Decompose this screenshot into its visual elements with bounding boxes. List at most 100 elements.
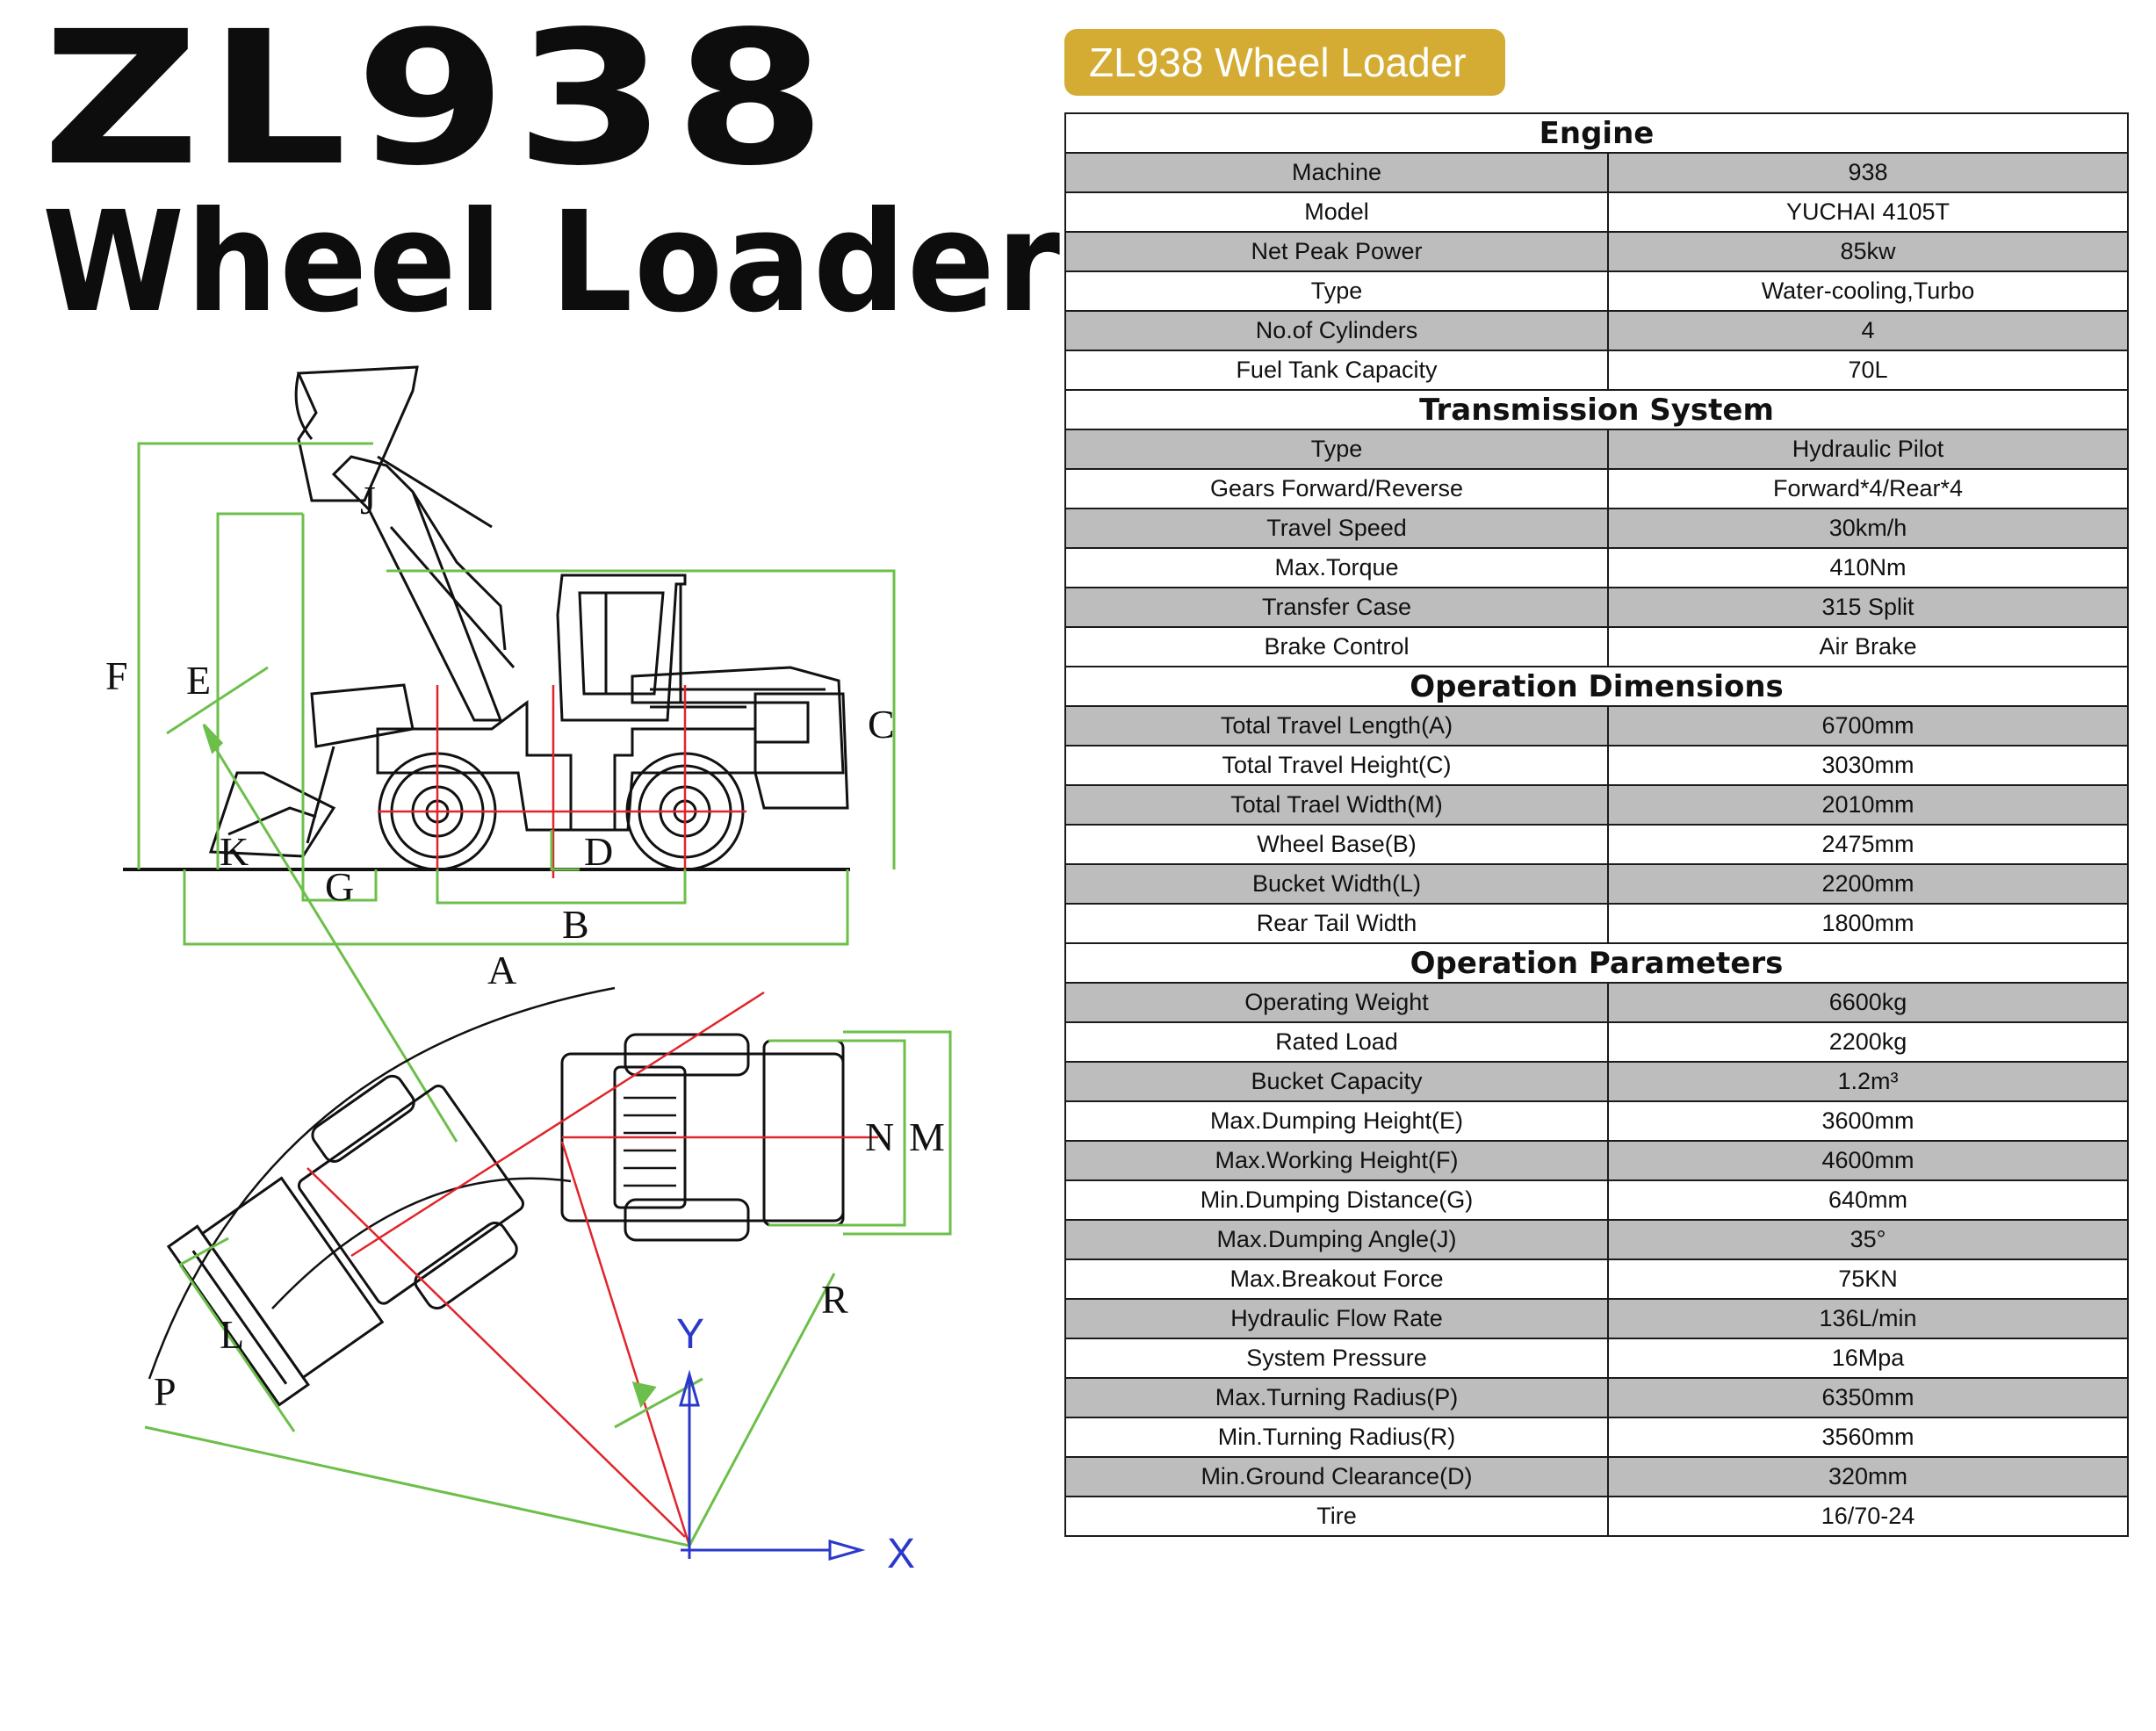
spec-label: System Pressure (1064, 1338, 1609, 1379)
spec-label: Min.Dumping Distance(G) (1064, 1179, 1609, 1221)
spec-row: Bucket Width(L)2200mm (1064, 863, 2129, 905)
spec-label: Operating Weight (1064, 982, 1609, 1023)
xy-axes (679, 1369, 866, 1561)
label-p: P (154, 1369, 177, 1414)
spec-label: Min.Ground Clearance(D) (1064, 1456, 1609, 1497)
spec-value: 4 (1607, 310, 2129, 351)
spec-value: Water-cooling,Turbo (1607, 270, 2129, 312)
spec-value: 3560mm (1607, 1417, 2129, 1458)
top-dimensions (144, 1030, 952, 1547)
label-d: D (584, 829, 613, 874)
model-title: ZL938 (42, 0, 835, 206)
spec-row: Min.Dumping Distance(G)640mm (1064, 1179, 2129, 1221)
spec-label: Min.Turning Radius(R) (1064, 1417, 1609, 1458)
spec-value: 6700mm (1607, 705, 2129, 746)
spec-value: 35° (1607, 1219, 2129, 1260)
spec-value: 3030mm (1607, 745, 2129, 786)
side-view (123, 365, 850, 871)
section-heading: Transmission System (1064, 389, 2129, 430)
spec-value: Air Brake (1607, 626, 2129, 667)
label-f: F (105, 653, 128, 698)
spec-label: Total Travel Length(A) (1064, 705, 1609, 746)
spec-value: 6350mm (1607, 1377, 2129, 1418)
spec-row: Min.Turning Radius(R)3560mm (1064, 1417, 2129, 1458)
spec-value: 315 Split (1607, 587, 2129, 628)
product-badge: ZL938 Wheel Loader (1064, 29, 1505, 96)
section-heading-row: Operation Dimensions (1064, 666, 2129, 707)
spec-label: Total Travel Height(C) (1064, 745, 1609, 786)
spec-value: 2475mm (1607, 824, 2129, 865)
spec-value: 1800mm (1607, 903, 2129, 944)
spec-value: YUCHAI 4105T (1607, 191, 2129, 233)
spec-label: Travel Speed (1064, 508, 1609, 549)
spec-label: Rated Load (1064, 1021, 1609, 1063)
front-tire-bottom (414, 1221, 518, 1310)
spec-label: Max.Working Height(F) (1064, 1140, 1609, 1181)
top-centerlines (306, 991, 878, 1547)
section-heading: Engine (1064, 112, 2129, 154)
spec-label: Wheel Base(B) (1064, 824, 1609, 865)
label-m: M (909, 1114, 945, 1159)
spec-label: Bucket Capacity (1064, 1061, 1609, 1102)
label-g: G (325, 864, 354, 909)
spec-row: Max.Dumping Height(E)3600mm (1064, 1100, 2129, 1142)
loader-diagram: F E J C K G D B A N M R L P Y X (105, 365, 952, 1577)
spec-label: Max.Dumping Height(E) (1064, 1100, 1609, 1142)
spec-value: 2010mm (1607, 784, 2129, 826)
spec-value: 30km/h (1607, 508, 2129, 549)
label-a: A (487, 948, 516, 992)
rear-tire-top (624, 1033, 750, 1077)
label-b: B (562, 902, 589, 947)
label-c: C (868, 702, 895, 746)
spec-label: Model (1064, 191, 1609, 233)
spec-value: 4600mm (1607, 1140, 2129, 1181)
spec-value: Hydraulic Pilot (1607, 429, 2129, 470)
spec-value: 85kw (1607, 231, 2129, 272)
spec-label: Gears Forward/Reverse (1064, 468, 1609, 509)
label-n: N (865, 1114, 894, 1159)
spec-label: Fuel Tank Capacity (1064, 350, 1609, 391)
spec-value: 2200mm (1607, 863, 2129, 905)
spec-label: Max.Torque (1064, 547, 1609, 588)
spec-row: Max.Turning Radius(P)6350mm (1064, 1377, 2129, 1418)
spec-value: 320mm (1607, 1456, 2129, 1497)
spec-label: Tire (1064, 1496, 1609, 1537)
spec-value: 2200kg (1607, 1021, 2129, 1063)
section-heading: Operation Parameters (1064, 942, 2129, 984)
spec-row: Min.Ground Clearance(D)320mm (1064, 1456, 2129, 1497)
spec-label: Brake Control (1064, 626, 1609, 667)
spec-label: No.of Cylinders (1064, 310, 1609, 351)
section-heading-row: Operation Parameters (1064, 942, 2129, 984)
label-k: K (220, 829, 249, 874)
front-tire-top (311, 1074, 415, 1163)
spec-label: Net Peak Power (1064, 231, 1609, 272)
spec-label: Transfer Case (1064, 587, 1609, 628)
spec-value: 6600kg (1607, 982, 2129, 1023)
spec-value: 410Nm (1607, 547, 2129, 588)
section-heading-row: Transmission System (1064, 389, 2129, 430)
spec-label: Machine (1064, 152, 1609, 193)
section-heading: Operation Dimensions (1064, 666, 2129, 707)
spec-label: Rear Tail Width (1064, 903, 1609, 944)
spec-row: Total Travel Height(C)3030mm (1064, 745, 2129, 786)
label-j: J (360, 478, 376, 523)
spec-value: 136L/min (1607, 1298, 2129, 1339)
spec-row: Total Travel Length(A)6700mm (1064, 705, 2129, 746)
spec-value: Forward*4/Rear*4 (1607, 468, 2129, 509)
label-r: R (821, 1277, 848, 1322)
spec-row: Max.Working Height(F)4600mm (1064, 1140, 2129, 1181)
spec-value: 16/70-24 (1607, 1496, 2129, 1537)
